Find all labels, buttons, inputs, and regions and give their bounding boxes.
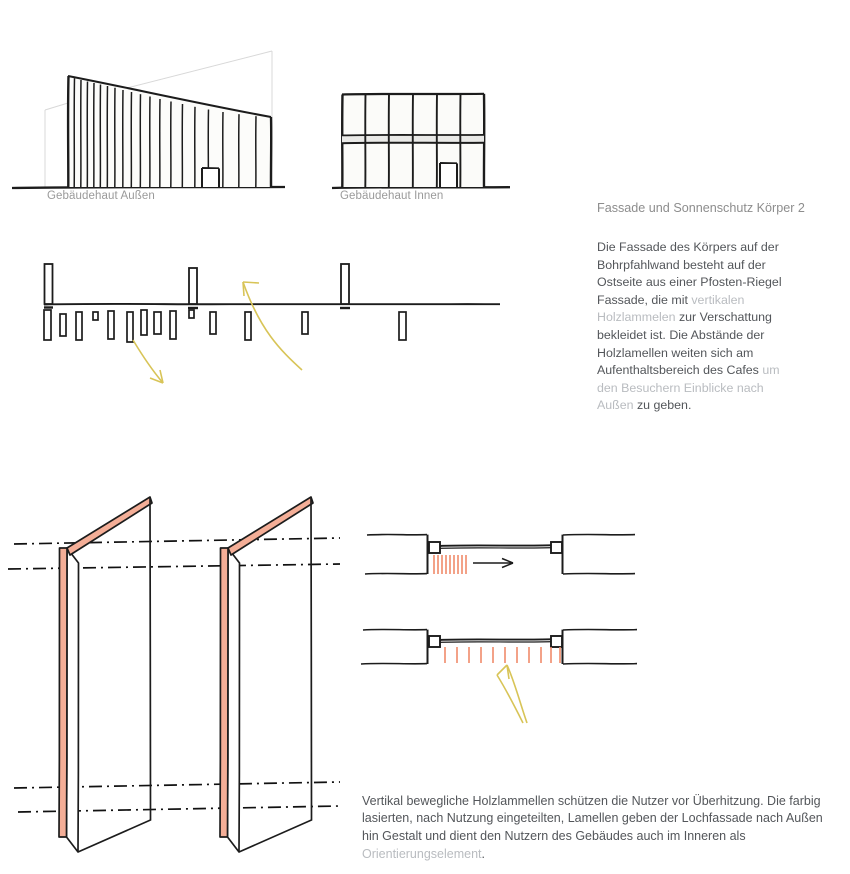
- side-note-heading: Fassade und Sonnenschutz Körper 2: [597, 201, 805, 215]
- annotation-arrow-lower: [132, 339, 164, 384]
- rail-block-left: [428, 635, 441, 648]
- motion-arrow-right: [473, 557, 514, 569]
- bottom-note-highlight-1: Orientierungselement: [362, 847, 482, 862]
- transom-upper: [341, 134, 485, 137]
- wall-bottom-left: [364, 572, 428, 575]
- facade-line: [43, 302, 501, 306]
- wall-top-left: [362, 628, 428, 631]
- annotation-arrow-upper: [242, 281, 303, 371]
- rail-line-2: [438, 547, 553, 549]
- rail-block-right: [550, 541, 563, 554]
- louver-panel-1: [58, 496, 153, 853]
- rail-line-2: [438, 641, 553, 643]
- guide-line-top-1: [13, 537, 341, 545]
- caption-elevation-outer: Gebäudehaut Außen: [47, 190, 155, 202]
- bottom-note-text-2: .: [481, 847, 485, 862]
- building-mass: [68, 76, 271, 187]
- transom-lower: [341, 141, 485, 145]
- drawing-elevation-outer: [0, 18, 330, 196]
- louver-panel-2: [219, 496, 314, 853]
- rail-line: [438, 544, 553, 547]
- side-note-text-3: zu geben.: [633, 398, 692, 413]
- guide-line-group: [7, 537, 341, 813]
- drawing-axo-panels: [0, 480, 341, 870]
- wall-bottom-left: [360, 662, 428, 665]
- mullion-group-plan: [43, 263, 350, 305]
- wall-top-right: [562, 533, 636, 536]
- wall-top-right: [562, 628, 638, 631]
- guide-line-top-2: [7, 563, 341, 570]
- side-note-text-2: zur Verschattung bekleidet ist. Die Abst…: [597, 310, 772, 378]
- side-note-highlight-1: vertikalen Holzlammelen: [597, 292, 745, 325]
- drawing-detail-closed: [355, 515, 645, 610]
- ground-line: [331, 186, 511, 190]
- drawing-plan-section: [30, 250, 510, 390]
- louver-distributed: [444, 647, 561, 663]
- rail-block-left: [428, 541, 441, 554]
- mullion-group: [364, 93, 462, 188]
- side-note-highlight-2: um den Besuchern Einblicke nach Außen: [597, 363, 780, 413]
- door-opening: [201, 167, 220, 187]
- louver-section-group: [43, 309, 407, 343]
- rail-block-right: [550, 635, 563, 648]
- wall-top-left: [366, 533, 428, 536]
- wall-bottom-right: [562, 572, 636, 575]
- ground-line: [11, 185, 286, 190]
- door-opening: [439, 162, 458, 187]
- side-note-text-1: Die Fassade des Körpers auf der Bohrpfah…: [597, 240, 782, 307]
- bottom-note-block: Vertikal bewegliche Holzlammellen schütz…: [362, 793, 842, 865]
- annotation-arrow-detail: [496, 664, 528, 724]
- side-note-block: Fassade und Sonnenschutz Körper 2 Die Fa…: [597, 200, 805, 415]
- drawing-detail-open: [355, 615, 645, 740]
- frame-top: [341, 92, 485, 96]
- caption-elevation-inner: Gebäudehaut Innen: [340, 190, 444, 202]
- side-note-paragraph: Die Fassade des Körpers auf der Bohrpfah…: [597, 239, 797, 415]
- mullion-base-ticks: [44, 306, 350, 310]
- drawing-elevation-inner: [330, 18, 580, 196]
- bottom-note-text-1: Vertikal bewegliche Holzlammellen schütz…: [362, 793, 823, 844]
- rail-line: [438, 638, 553, 641]
- louver-group: [73, 78, 257, 188]
- wall-bottom-right: [562, 662, 638, 665]
- roof-edge: [67, 75, 272, 118]
- louver-stack: [433, 555, 467, 574]
